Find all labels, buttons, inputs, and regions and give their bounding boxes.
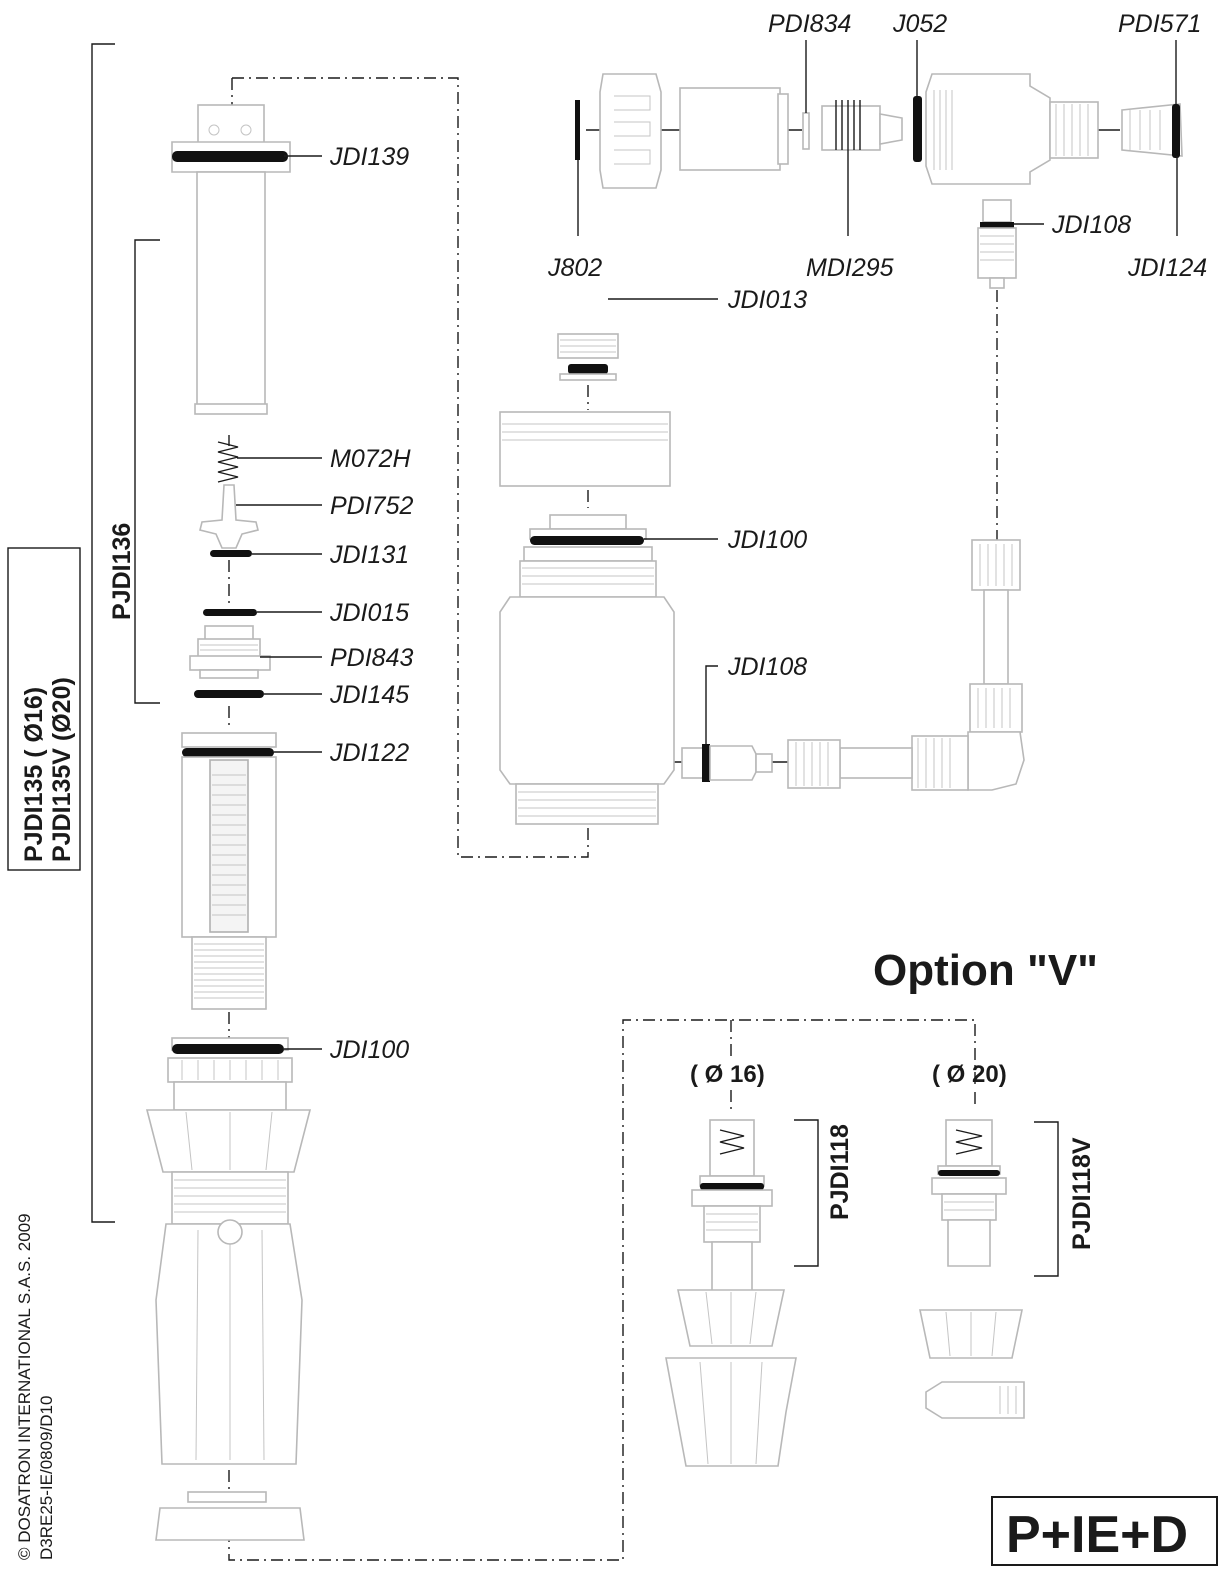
pjdi135-label: PJDI135 ( Ø16) (20, 687, 48, 862)
label-jdi108-mid: JDI108 (727, 653, 807, 681)
document-reference: D3RE25-IE/0809/D10 (37, 1396, 56, 1560)
label-jdi145: JDI145 (329, 681, 409, 709)
label-m072h: M072H (330, 445, 412, 473)
label-jdi131: JDI131 (329, 541, 409, 569)
option-d20-label: ( Ø 20) (932, 1061, 1007, 1088)
option-v-title: Option "V" (873, 946, 1098, 995)
pjdi136-label: PJDI136 (108, 523, 136, 620)
left-to-right-link (232, 77, 589, 858)
label-jdi139: JDI139 (329, 143, 409, 171)
center-assembly (499, 333, 773, 825)
label-jdi100-upper: JDI100 (727, 526, 807, 554)
hose-elbow-assembly (787, 539, 1025, 791)
label-pdi571: PDI571 (1118, 10, 1201, 38)
label-pdi834: PDI834 (768, 10, 851, 38)
pjdi135v-label: PJDI135V (Ø20) (48, 677, 76, 862)
pjdi135-label-box: PJDI135 ( Ø16) PJDI135V (Ø20) (7, 547, 81, 871)
label-jdi122: JDI122 (329, 739, 409, 767)
top-row-assembly (575, 73, 1183, 289)
pjdi136-bracket (134, 239, 160, 704)
pjdi118v-valve (931, 1119, 1007, 1267)
pjdi118v-label: PJDI118V (1068, 1137, 1096, 1250)
pjdi118-bracket (794, 1119, 819, 1267)
label-jdi013: JDI013 (727, 286, 807, 314)
label-jdi124: JDI124 (1127, 254, 1207, 282)
label-jdi015: JDI015 (329, 599, 409, 627)
option-nuts (665, 1289, 1025, 1467)
model-badge-box (991, 1496, 1218, 1566)
pjdi135-bracket (91, 43, 115, 1223)
label-jdi100-lower: JDI100 (329, 1036, 409, 1064)
pjdi118-label: PJDI118 (826, 1124, 854, 1220)
option-d16-label: ( Ø 16) (690, 1061, 765, 1088)
left-assembly (145, 104, 312, 1541)
label-j802: J802 (547, 254, 602, 282)
pjdi118v-bracket (1034, 1121, 1059, 1277)
model-badge: P+IE+D (1006, 1506, 1188, 1564)
label-pdi843: PDI843 (330, 644, 413, 672)
label-pdi752: PDI752 (330, 492, 413, 520)
label-mdi295: MDI295 (806, 254, 894, 282)
copyright-text: © DOSATRON INTERNATIONAL S.A.S. 2009 (15, 1213, 34, 1560)
label-j052: J052 (892, 10, 947, 38)
pjdi118-valve (691, 1119, 773, 1301)
label-jdi108-top: JDI108 (1051, 211, 1131, 239)
bottom-link (228, 1019, 976, 1561)
